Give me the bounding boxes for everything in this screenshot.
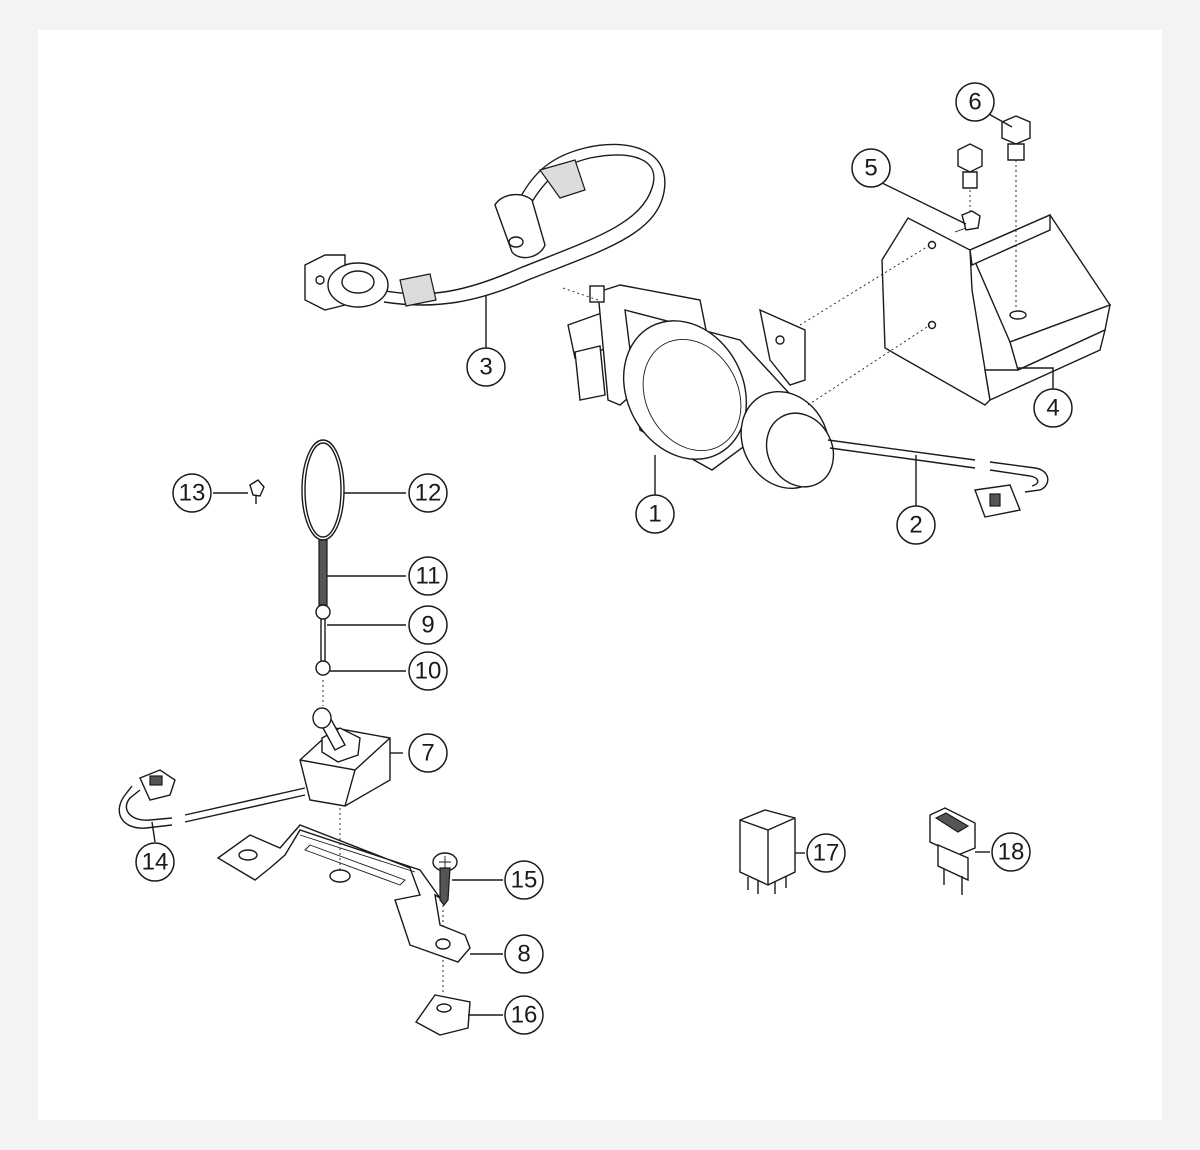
- callout-4: 4: [1033, 388, 1073, 428]
- callout-label: 8: [517, 941, 530, 968]
- callout-17: 17: [806, 833, 846, 873]
- callout-label: 10: [415, 658, 442, 685]
- switch-mount-plate: [216, 824, 471, 963]
- callout-label: 6: [968, 89, 981, 116]
- callout-11: 11: [408, 556, 448, 596]
- callout-label: 12: [415, 480, 442, 507]
- callout-label: 14: [142, 849, 169, 876]
- callout-label: 18: [998, 839, 1025, 866]
- assembly-lines: [322, 160, 1017, 995]
- motor: [567, 284, 1049, 518]
- clip-nut: [414, 994, 471, 1036]
- callout-8: 8: [504, 934, 544, 974]
- callout-9: 9: [408, 605, 448, 645]
- diagram-sheet: [38, 30, 1162, 1120]
- callout-6: 6: [955, 82, 995, 122]
- callout-14: 14: [135, 842, 175, 882]
- callout-16: 16: [504, 995, 544, 1035]
- callout-18: 18: [991, 832, 1031, 872]
- ring-assembly: [249, 439, 345, 676]
- callout-label: 13: [179, 480, 206, 507]
- callout-7: 7: [408, 733, 448, 773]
- callout-label: 5: [864, 155, 877, 182]
- callout-10: 10: [408, 651, 448, 691]
- relay: [739, 809, 796, 894]
- callout-label: 15: [511, 867, 538, 894]
- battery-cable: [304, 143, 666, 311]
- callout-1: 1: [635, 494, 675, 534]
- callout-label: 16: [511, 1002, 538, 1029]
- callout-label: 3: [479, 354, 492, 381]
- callout-label: 1: [648, 501, 661, 528]
- callout-5: 5: [851, 148, 891, 188]
- callout-12: 12: [408, 473, 448, 513]
- bolts: [954, 115, 1031, 233]
- toggle-switch: [118, 707, 391, 829]
- leader-lines: [151, 112, 1054, 1016]
- callout-label: 9: [421, 612, 434, 639]
- callout-15: 15: [504, 860, 544, 900]
- callout-label: 2: [909, 512, 922, 539]
- callout-label: 4: [1046, 395, 1059, 422]
- callout-label: 17: [813, 840, 840, 867]
- callout-label: 7: [421, 740, 434, 767]
- callout-3: 3: [466, 347, 506, 387]
- callout-13: 13: [172, 473, 212, 513]
- screw: [432, 852, 458, 906]
- callout-label: 11: [416, 563, 441, 590]
- callout-2: 2: [896, 505, 936, 545]
- fuse: [929, 807, 976, 895]
- mounting-bracket: [881, 213, 1112, 406]
